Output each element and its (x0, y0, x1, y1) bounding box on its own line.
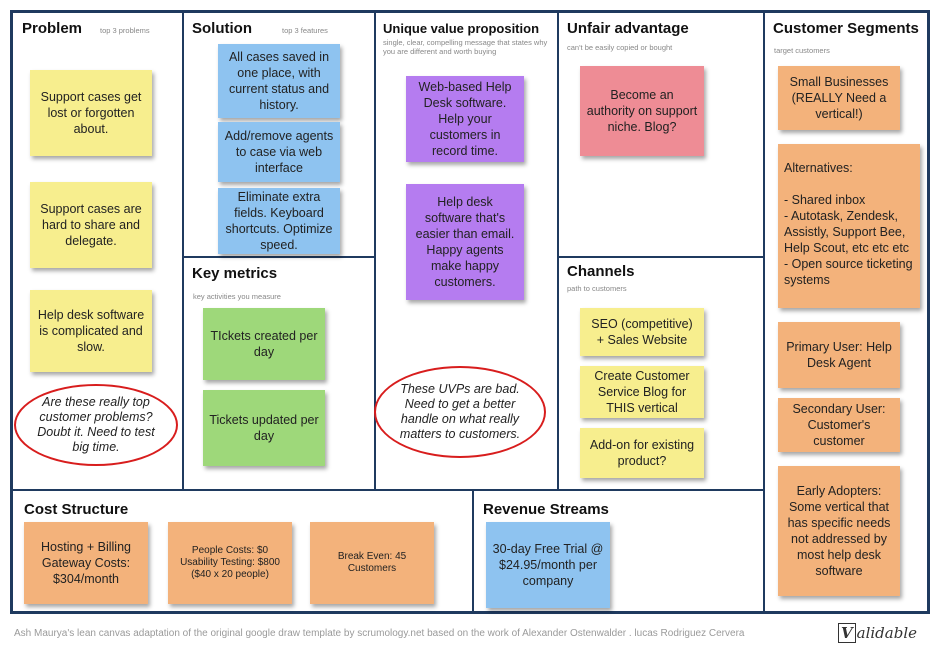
annotation-circle: These UVPs are bad. Need to get a better… (374, 366, 546, 458)
divider (763, 12, 765, 612)
sticky-note: Alternatives: - Shared inbox - Autotask,… (778, 144, 920, 308)
sticky-note: Create Customer Service Blog for THIS ve… (580, 366, 704, 418)
annotation-circle: Are these really top customer problems? … (14, 384, 178, 466)
sticky-note: TIckets created per day (203, 308, 325, 380)
sticky-note: Help desk software that's easier than em… (406, 184, 524, 300)
sticky-note: Primary User: Help Desk Agent (778, 322, 900, 388)
customer-segments-title: Customer Segments (773, 20, 919, 37)
key-metrics-subtitle: key activities you measure (193, 292, 281, 301)
problem-title: Problem (22, 20, 83, 37)
sticky-note: 30-day Free Trial @ $24.95/month per com… (486, 522, 610, 608)
sticky-note: Tickets updated per day (203, 390, 325, 466)
sticky-note: Add-on for existing product? (580, 428, 704, 478)
sticky-note: Early Adopters: Some vertical that has s… (778, 466, 900, 596)
divider (472, 490, 474, 612)
divider (182, 256, 376, 258)
sticky-note: Support cases get lost or forgotten abou… (30, 70, 152, 156)
sticky-note: All cases saved in one place, with curre… (218, 44, 340, 118)
cost-structure-title: Cost Structure (24, 501, 129, 518)
sticky-note: Hosting + Billing Gateway Costs: $304/mo… (24, 522, 148, 604)
channels-subtitle: path to customers (567, 284, 627, 293)
divider (557, 256, 765, 258)
sticky-note: Web-based Help Desk software. Help your … (406, 76, 524, 162)
brand-mark: V (838, 623, 856, 643)
revenue-streams-title: Revenue Streams (483, 501, 609, 518)
sticky-note: Become an authority on support niche. Bl… (580, 66, 704, 156)
uvp-title: Unique value proposition (383, 21, 540, 36)
key-metrics-title: Key metrics (192, 265, 278, 282)
footer-credit: Ash Maurya's lean canvas adaptation of t… (14, 628, 745, 639)
brand-text: alidable (856, 624, 917, 642)
sticky-note: People Costs: $0 Usability Testing: $800… (168, 522, 292, 604)
sticky-note: Support cases are hard to share and dele… (30, 182, 152, 268)
sticky-note: Break Even: 45 Customers (310, 522, 434, 604)
sticky-note: Eliminate extra fields. Keyboard shortcu… (218, 188, 340, 254)
divider (557, 12, 559, 490)
unfair-advantage-title: Unfair advantage (567, 20, 689, 37)
sticky-note: Secondary User: Customer's customer (778, 398, 900, 452)
customer-segments-subtitle: target customers (774, 46, 830, 55)
uvp-subtitle: single, clear, compelling message that s… (383, 38, 548, 56)
unfair-advantage-subtitle: can't be easily copied or bought (567, 43, 673, 52)
solution-title: Solution (192, 20, 252, 37)
solution-subtitle: top 3 features (282, 26, 328, 35)
channels-title: Channels (567, 263, 635, 280)
divider (12, 489, 765, 491)
sticky-note: SEO (competitive) + Sales Website (580, 308, 704, 356)
divider (374, 12, 376, 490)
sticky-note: Help desk software is complicated and sl… (30, 290, 152, 372)
sticky-note: Add/remove agents to case via web interf… (218, 122, 340, 182)
problem-subtitle: top 3 problems (100, 26, 150, 35)
divider (182, 12, 184, 490)
sticky-note: Small Businesses (REALLY Need a vertical… (778, 66, 900, 130)
